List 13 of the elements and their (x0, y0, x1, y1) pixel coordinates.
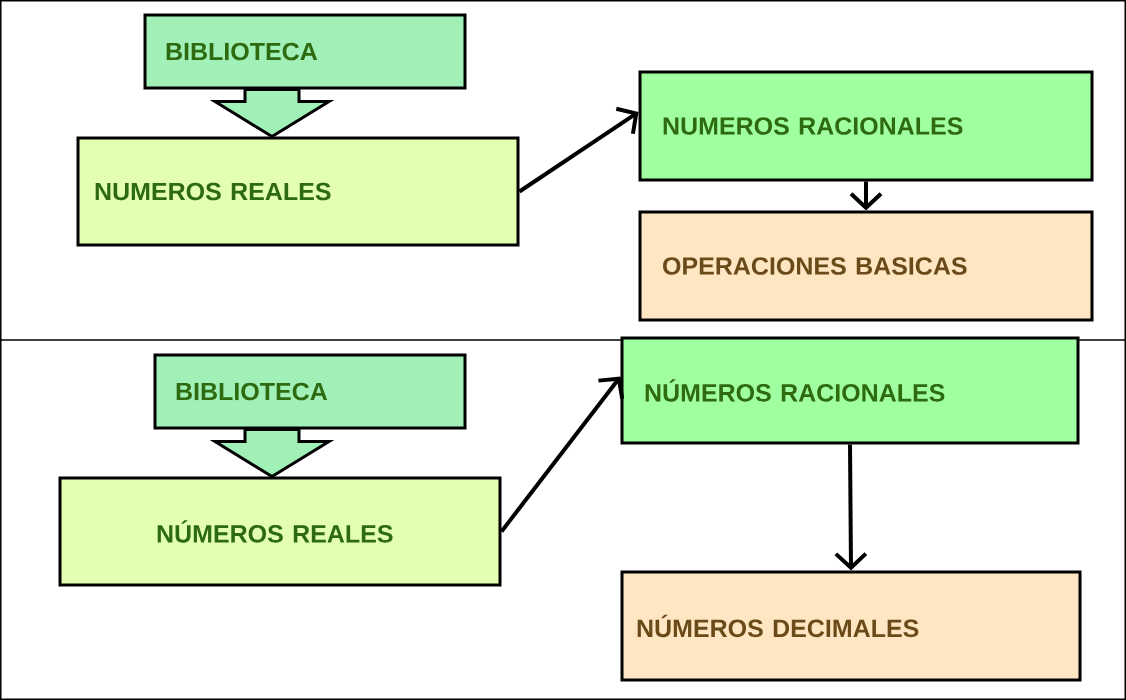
arrow (209, 428, 335, 479)
process-box: NUMEROS REALES (76, 136, 520, 247)
process-box: NÚMEROS REALES (58, 476, 502, 587)
arrow (499, 376, 625, 533)
process-box: BIBLIOTECA (143, 13, 467, 90)
process-box: BIBLIOTECA (153, 353, 467, 430)
process-box: NUMEROS RACIONALES (638, 70, 1094, 182)
process-box: OPERACIONES BASICAS (638, 210, 1094, 322)
process-box: NÚMEROS DECIMALES (620, 570, 1082, 682)
arrow (834, 444, 868, 571)
arrow (209, 88, 335, 139)
arrow (518, 106, 639, 194)
process-box: NÚMEROS RACIONALES (620, 336, 1080, 445)
